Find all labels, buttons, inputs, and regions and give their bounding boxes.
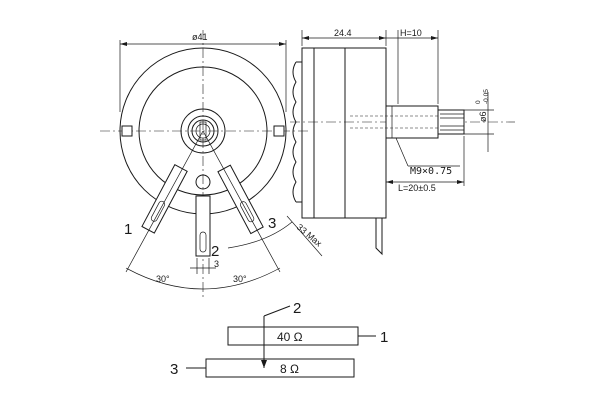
diameter-arrow-right (279, 42, 286, 46)
pin-width-label: 3 (214, 259, 219, 269)
shaft-circle (191, 119, 215, 143)
bushing-inner-circle (187, 115, 219, 147)
shaft-slot (199, 121, 207, 141)
right-notch (273, 125, 285, 137)
top-resistor-label: 40 Ω (277, 330, 303, 344)
top-dim-arrow-left (302, 36, 309, 40)
scalloped-edge (292, 61, 297, 203)
side-view: 24.4 H=10 ø6 0 -0.05 M9×0.75 L=20±0.5 (290, 28, 515, 256)
angle-left-label: 30° (156, 274, 170, 284)
height-label: H=10 (400, 28, 422, 38)
terminal-2-label: 2 (293, 300, 301, 317)
terminal-2-body (195, 195, 211, 257)
inner-ring-circle (138, 66, 268, 196)
thread-leader (395, 137, 409, 167)
left-notch (121, 125, 133, 137)
main-body (313, 47, 387, 219)
rear-housing (301, 47, 315, 219)
shaft-diameter-label: ø6 (478, 111, 488, 122)
terminal-3-label: 3 (170, 361, 178, 378)
bushing-outer-circle (180, 108, 226, 154)
terminal-1-body (141, 164, 188, 234)
shaft-tolerance-lower: -0.05 (483, 89, 490, 104)
pin-label-1: 1 (124, 221, 132, 238)
diameter-arrow-left (120, 42, 127, 46)
diameter-label: ø41 (192, 32, 208, 42)
max-arc (227, 221, 293, 249)
terminal-2-tab (195, 195, 211, 257)
max-leader (286, 215, 323, 257)
terminal-1-label: 1 (380, 329, 388, 346)
mounting-lug (375, 218, 383, 256)
pin-label-2: 2 (211, 243, 219, 260)
shaft-core-circle (195, 123, 211, 139)
top-dim-arrow-mid (379, 36, 386, 40)
schematic: 40 Ω 8 Ω 2 1 3 (170, 300, 388, 378)
shaft-length-arrow-right (457, 180, 464, 184)
shaft-length-arrow-left (386, 180, 393, 184)
top-dim-arrow-right (431, 36, 438, 40)
shaft-tolerance-upper: 0 (475, 100, 482, 104)
max-label: 33 Max (295, 222, 324, 249)
shaft (437, 109, 465, 135)
angle-right-label: 30° (233, 274, 247, 284)
terminal-1-slot (150, 200, 166, 222)
terminal-2-slot (199, 231, 207, 253)
wiper-arrow (261, 360, 267, 368)
front-view: ø41 1 2 3 3 30° 30° 33 Max (100, 30, 324, 300)
bushing (385, 105, 439, 139)
thread-label: M9×0.75 (410, 166, 452, 177)
pin-label-3: 3 (268, 215, 276, 232)
body-length-label: 24.4 (334, 28, 352, 38)
bottom-resistor-label: 8 Ω (280, 362, 299, 376)
angle-arc (125, 267, 281, 290)
angle-radial-left (125, 130, 204, 273)
terminal-1-tab (141, 164, 188, 234)
angle-radial-right (202, 130, 281, 273)
shaft-length-label: L=20±0.5 (398, 183, 436, 193)
wiper-lead (263, 305, 291, 317)
locating-hole (195, 174, 211, 190)
